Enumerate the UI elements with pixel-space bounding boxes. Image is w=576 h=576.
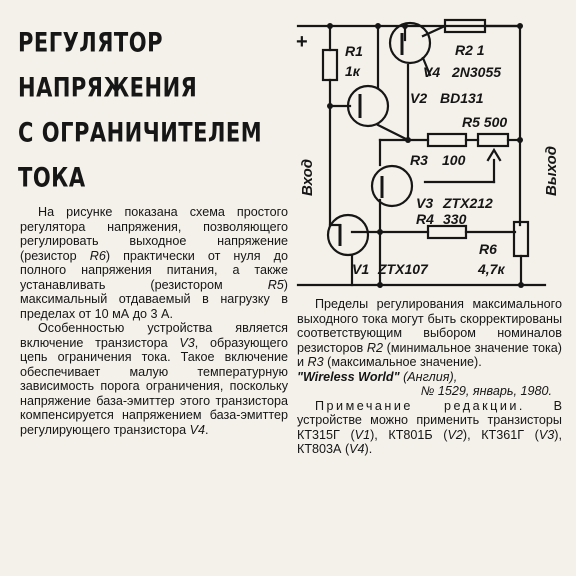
resistor-r4	[426, 224, 468, 240]
label-v2: V2	[410, 90, 427, 106]
resistor-r3	[426, 132, 468, 148]
transistor-v2-symbol	[346, 84, 390, 128]
part-v3: ZTX212	[442, 195, 493, 211]
label-v1: V1	[352, 261, 369, 277]
label-r6: R6	[479, 241, 497, 257]
title-line-4: ТОКА	[18, 162, 86, 193]
input-label: Вход	[299, 159, 316, 196]
transistor-v1-symbol	[326, 213, 370, 257]
paragraph-3: Пределы регулирования максимального выхо…	[297, 297, 562, 369]
transistor-v4-symbol	[388, 21, 432, 65]
paragraph-2: Особенностью устройства является включен…	[20, 321, 288, 437]
label-v4: V4	[423, 64, 440, 80]
resistor-r5	[476, 132, 510, 148]
plus-sign: +	[296, 31, 308, 53]
part-v2: BD131	[440, 90, 484, 106]
resistor-r6	[512, 220, 530, 258]
title-line-3: С ОГРАНИЧИТЕЛЕМ	[18, 117, 263, 148]
title-line-1: РЕГУЛЯТОР	[18, 27, 163, 58]
title-line-2: НАПРЯЖЕНИЯ	[18, 72, 198, 103]
label-r3: R3	[410, 152, 428, 168]
value-r3: 100	[442, 152, 466, 168]
label-v3: V3	[416, 195, 433, 211]
paragraph-1: На рисунке показана схема простого регул…	[20, 205, 288, 321]
part-v4: 2N3055	[451, 64, 501, 80]
part-v1: ZTX107	[377, 261, 429, 277]
article-column-left: На рисунке показана схема простого регул…	[20, 205, 288, 437]
output-label: Выход	[543, 146, 560, 196]
value-r4: 330	[443, 211, 467, 227]
source-issue: № 1529, январь, 1980.	[420, 384, 552, 398]
label-r5: R5 500	[462, 114, 507, 130]
value-r6: 4,7к	[477, 261, 505, 277]
editor-note: Примечание редакции. В устройстве можно …	[297, 398, 562, 457]
transistor-v3-symbol	[370, 164, 414, 208]
resistor-r1	[321, 48, 339, 82]
article-title: РЕГУЛЯТОР НАПРЯЖЕНИЯ С ОГРАНИЧИТЕЛЕМ ТОК…	[18, 20, 288, 200]
article-column-right: Пределы регулирования максимального выхо…	[297, 297, 562, 457]
label-r4: R4	[416, 211, 434, 227]
label-r2: R2 1	[455, 42, 485, 58]
value-r1: 1к	[345, 63, 361, 79]
label-r1: R1	[345, 43, 363, 59]
source-citation: "Wireless World" (Англия),	[297, 369, 458, 384]
